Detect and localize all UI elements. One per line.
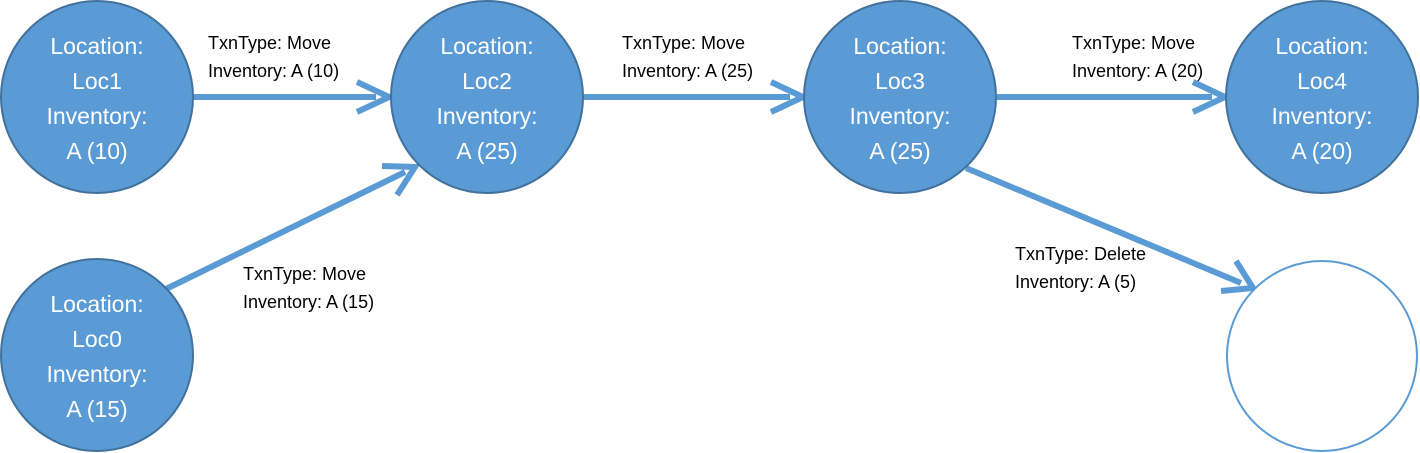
edge-label-loc0-to-loc2: TxnType: Move Inventory: A (15): [243, 264, 374, 312]
node-loc1-line-1: Location:: [50, 33, 143, 59]
edge-label-loc0-to-loc2-inv: Inventory: A (15): [243, 292, 374, 312]
node-loc4: Location: Loc4 Inventory: A (20): [1225, 0, 1419, 194]
edge-label-loc3-to-loc4-txn: TxnType: Move: [1072, 33, 1195, 53]
edge-label-loc2-to-loc3-inv: Inventory: A (25): [622, 61, 753, 81]
node-loc2-line-4: A (25): [456, 138, 517, 164]
edge-label-loc3-to-loc4-inv: Inventory: A (20): [1072, 61, 1203, 81]
node-loc3-line-4: A (25): [869, 138, 930, 164]
node-loc3-line-3: Inventory:: [850, 103, 951, 129]
node-loc1-line-3: Inventory:: [47, 103, 148, 129]
node-loc4-line-2: Loc4: [1297, 68, 1347, 94]
edge-loc3-to-deleted: [964, 165, 1259, 294]
node-loc4-line-4: A (20): [1291, 138, 1352, 164]
node-loc4-line-1: Location:: [1275, 33, 1368, 59]
node-loc2: Location: Loc2 Inventory: A (25): [390, 0, 584, 194]
node-loc0-line-4: A (15): [66, 396, 127, 422]
edge-loc1-to-loc2-arrowhead: [355, 79, 397, 115]
node-loc2-line-3: Inventory:: [437, 103, 538, 129]
edge-labels: TxnType: Move Inventory: A (10) TxnType:…: [208, 33, 1203, 312]
edge-loc2-to-loc3: [583, 79, 811, 115]
edge-label-loc2-to-loc3: TxnType: Move Inventory: A (25): [622, 33, 753, 81]
node-loc1-line-4: A (10): [66, 138, 127, 164]
node-loc1: Location: Loc1 Inventory: A (10): [0, 0, 194, 194]
node-loc4-line-3: Inventory:: [1272, 103, 1373, 129]
node-loc0-circle: [0, 258, 194, 452]
node-loc3-circle: [803, 0, 997, 194]
edge-label-loc1-to-loc2-inv: Inventory: A (10): [208, 61, 339, 81]
edge-label-loc3-to-deleted: TxnType: Delete Inventory: A (5): [1015, 244, 1146, 292]
node-loc1-circle: [0, 0, 194, 194]
edge-label-loc3-to-deleted-inv: Inventory: A (5): [1015, 272, 1136, 292]
edge-loc3-to-deleted-arrowhead: [1220, 259, 1259, 294]
node-loc1-line-2: Loc1: [72, 68, 122, 94]
edge-label-loc3-to-deleted-txn: TxnType: Delete: [1015, 244, 1146, 264]
node-loc4-circle: [1225, 0, 1419, 194]
node-deleted-circle: [1226, 260, 1418, 452]
node-loc2-line-2: Loc2: [462, 68, 512, 94]
edge-loc0-to-loc2: [164, 163, 421, 292]
node-loc3-line-1: Location:: [853, 33, 946, 59]
node-loc0-line-2: Loc0: [72, 326, 122, 352]
node-loc0-line-1: Location:: [50, 291, 143, 317]
edge-label-loc2-to-loc3-txn: TxnType: Move: [622, 33, 745, 53]
node-deleted: [1226, 260, 1418, 452]
node-loc2-circle: [390, 0, 584, 194]
edge-loc0-to-loc2-line: [164, 169, 407, 292]
node-loc3: Location: Loc3 Inventory: A (25): [803, 0, 997, 194]
node-loc0: Location: Loc0 Inventory: A (15): [0, 258, 194, 452]
edge-label-loc0-to-loc2-txn: TxnType: Move: [243, 264, 366, 284]
edge-loc3-to-loc4: [997, 79, 1233, 115]
edge-loc3-to-deleted-line: [964, 165, 1243, 286]
edge-label-loc1-to-loc2-txn: TxnType: Move: [208, 33, 331, 53]
edge-label-loc1-to-loc2: TxnType: Move Inventory: A (10): [208, 33, 339, 81]
edge-label-loc3-to-loc4: TxnType: Move Inventory: A (20): [1072, 33, 1203, 81]
edge-loc0-to-loc2-arrowhead: [381, 163, 421, 197]
node-loc2-line-1: Location:: [440, 33, 533, 59]
edge-loc1-to-loc2: [193, 79, 397, 115]
node-loc0-line-3: Inventory:: [47, 361, 148, 387]
node-loc3-line-2: Loc3: [875, 68, 925, 94]
